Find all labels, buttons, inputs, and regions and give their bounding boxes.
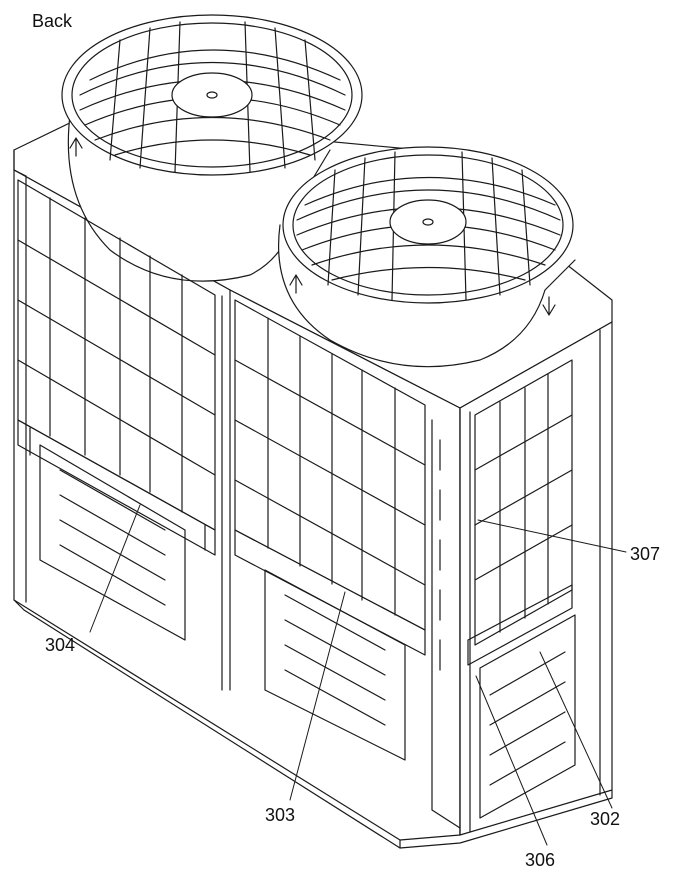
leader-304 <box>90 505 140 632</box>
leader-302 <box>540 652 612 808</box>
callout-306: 306 <box>525 850 556 870</box>
lower-panel-side <box>480 615 575 818</box>
callout-302: 302 <box>590 809 621 829</box>
callout-307: 307 <box>630 544 661 564</box>
lower-panel-center <box>265 570 405 760</box>
leader-307 <box>478 520 626 552</box>
leader-306 <box>476 676 547 845</box>
leader-303 <box>290 592 345 800</box>
callout-303: 303 <box>265 805 296 825</box>
coil-guard-center <box>235 300 425 655</box>
leader-lines <box>90 505 626 845</box>
view-label-back: Back <box>32 11 73 31</box>
coil-guard-left <box>18 180 215 555</box>
fan-left <box>62 15 362 281</box>
fan-right <box>279 147 575 367</box>
callout-304: 304 <box>45 635 76 655</box>
coil-guard-side <box>468 360 572 665</box>
lower-panel-left <box>40 445 185 640</box>
